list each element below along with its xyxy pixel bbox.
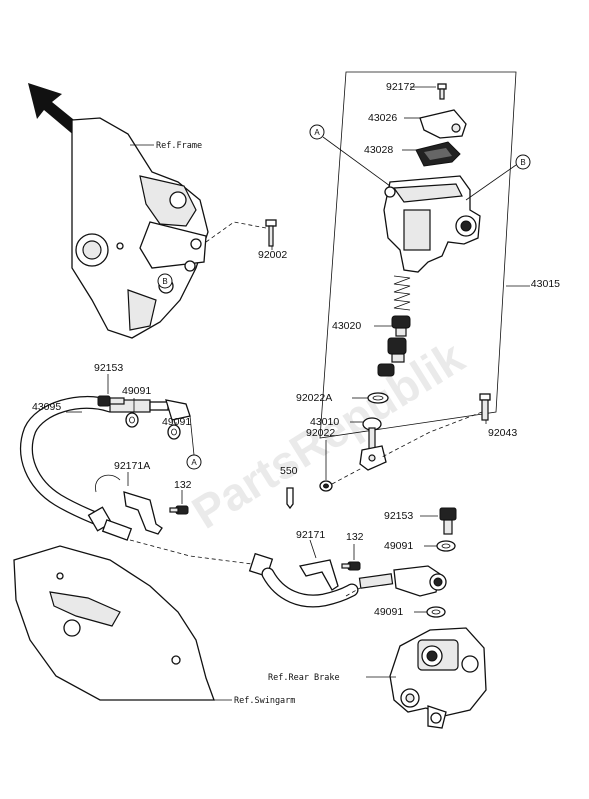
hose-43095 xyxy=(20,396,191,541)
part-92153-bot-label: 92153 xyxy=(384,510,413,522)
master-cylinder-body xyxy=(383,175,481,273)
clamp-92171 xyxy=(298,559,339,591)
part-43020-label: 43020 xyxy=(332,320,361,332)
ref-rear-brake-label: Ref.Rear Brake xyxy=(268,673,340,683)
part-92172-label: 92172 xyxy=(386,81,415,93)
ref-swingarm-label: Ref.Swingarm xyxy=(234,696,295,706)
bolt-icon xyxy=(265,219,277,247)
bolt-icon xyxy=(341,561,361,571)
washer-icon xyxy=(436,540,456,552)
bolt-guide xyxy=(205,221,267,243)
cotter-pin xyxy=(286,487,294,510)
part-92043-label: 92043 xyxy=(488,427,517,439)
part-92002-label: 92002 xyxy=(258,249,287,261)
bolt-icon xyxy=(97,395,125,407)
marker-b-frame: B xyxy=(157,273,173,289)
rear-brake-caliper xyxy=(389,627,487,729)
marker-b-cylinder: B xyxy=(515,154,531,170)
washer-icon xyxy=(167,424,181,440)
piston-kit xyxy=(377,315,411,377)
part-550-label: 550 xyxy=(280,465,298,477)
svg-text:A: A xyxy=(191,458,197,467)
part-92022-label: 92022 xyxy=(306,427,335,439)
direction-arrow-icon xyxy=(28,83,84,137)
hose-lower xyxy=(248,552,447,608)
pin-92043 xyxy=(479,393,491,421)
part-43026-label: 43026 xyxy=(368,112,397,124)
part-132-top-label: 132 xyxy=(174,479,192,491)
part-49091-top1-label: 49091 xyxy=(122,385,151,397)
reservoir-cap xyxy=(419,109,467,139)
spring-clip xyxy=(319,480,333,492)
clamp-92171A xyxy=(95,474,163,535)
swingarm xyxy=(13,545,215,701)
part-92153-top-label: 92153 xyxy=(94,362,123,374)
part-43095-label: 43095 xyxy=(32,401,61,413)
frame-bracket xyxy=(71,117,209,339)
part-132-mid-label: 132 xyxy=(346,531,364,543)
marker-a-hose: A xyxy=(186,454,202,470)
bolt-icon xyxy=(169,505,189,515)
svg-text:A: A xyxy=(314,128,320,137)
ref-frame-label: Ref.Frame xyxy=(156,141,202,151)
part-49091-bot1-label: 49091 xyxy=(384,540,413,552)
assembly-43015-box xyxy=(319,71,517,439)
bolt-icon xyxy=(439,507,457,535)
washer-icon xyxy=(426,606,446,618)
part-49091-bot2-label: 49091 xyxy=(374,606,403,618)
screw-92172 xyxy=(437,83,447,100)
part-43028-label: 43028 xyxy=(364,144,393,156)
marker-a-cylinder: A xyxy=(309,124,325,140)
svg-text:B: B xyxy=(520,158,525,167)
diaphragm xyxy=(415,141,461,167)
part-92171-label: 92171 xyxy=(296,529,325,541)
svg-text:B: B xyxy=(162,277,167,286)
part-43015-label: 43015 xyxy=(531,278,560,290)
spring-icon xyxy=(393,275,411,311)
washer-icon xyxy=(125,412,139,428)
part-92171A-label: 92171A xyxy=(114,460,150,472)
part-49091-top2-label: 49091 xyxy=(162,416,191,428)
push-rod xyxy=(359,417,387,471)
part-92022A-label: 92022A xyxy=(296,392,332,404)
part-43010-label: 43010 xyxy=(310,416,339,428)
washer-icon xyxy=(367,392,389,404)
